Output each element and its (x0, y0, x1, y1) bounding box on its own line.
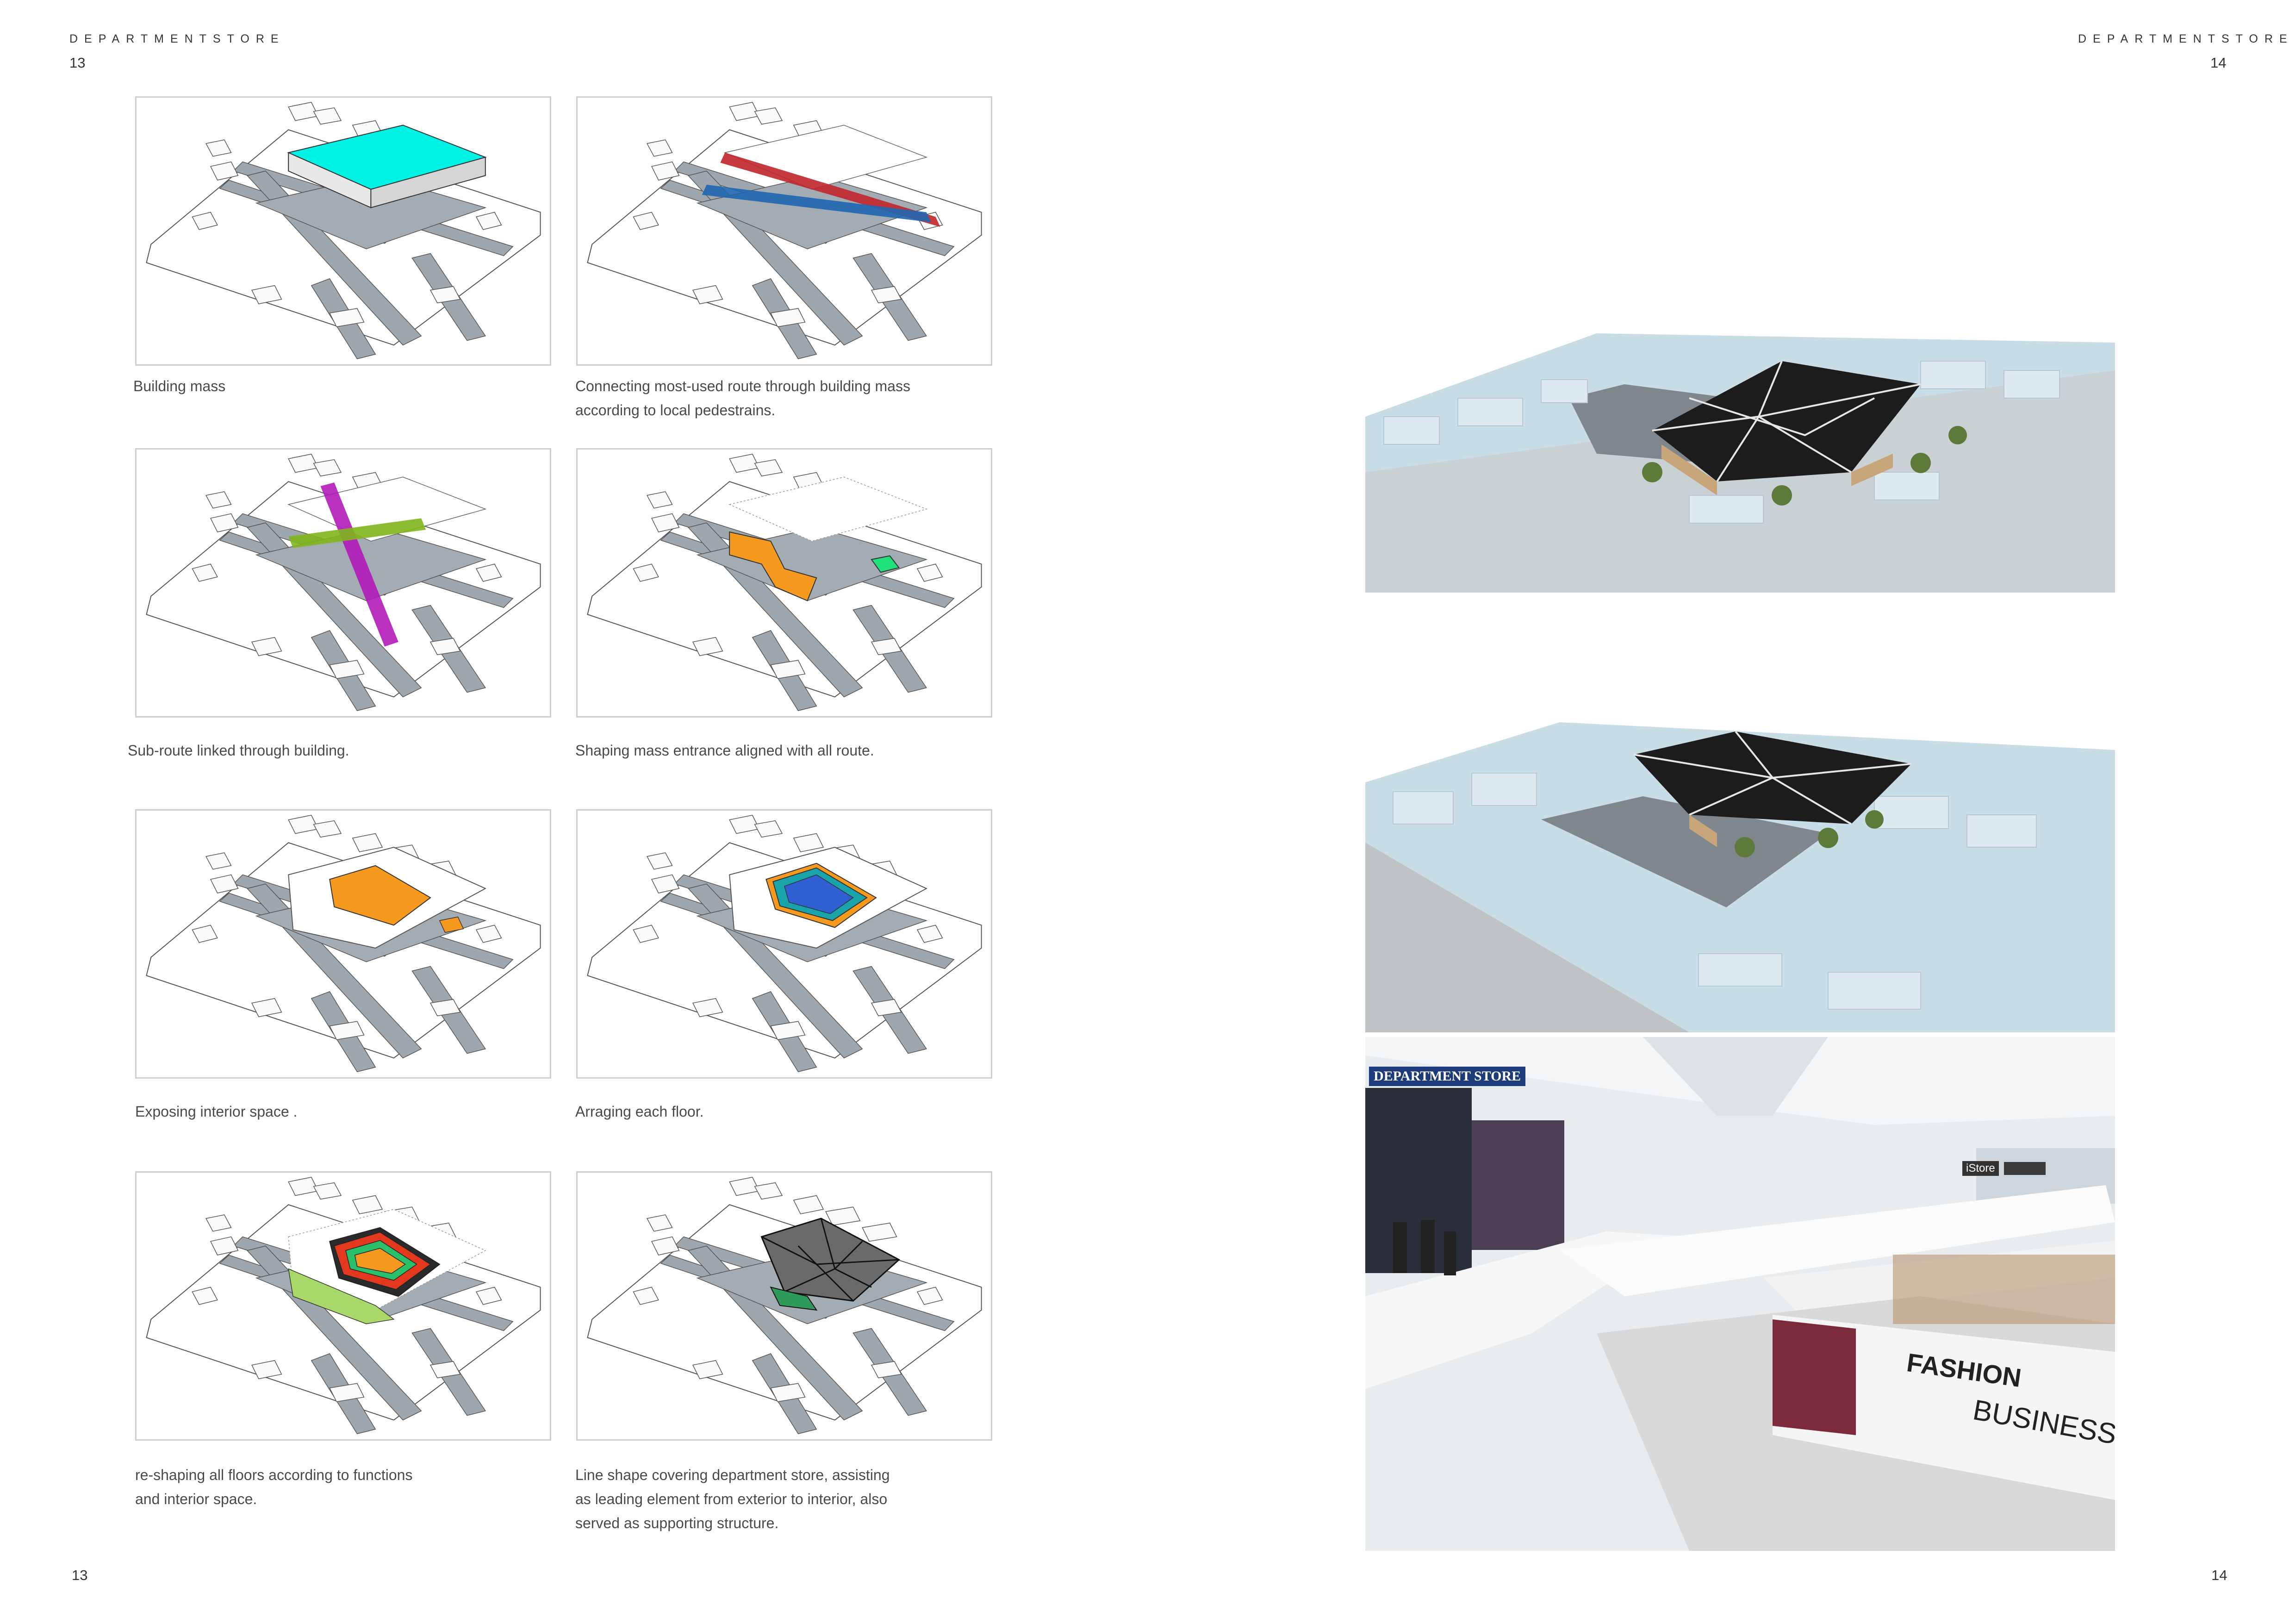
diagram-sub-route (135, 448, 551, 718)
left-header-page: 13 (69, 55, 86, 71)
caption-8-line-2: as leading element from exterior to inte… (575, 1491, 888, 1507)
caption-8: Line shape covering department store, as… (575, 1463, 992, 1535)
caption-4: Shaping mass entrance aligned with all r… (575, 738, 992, 762)
caption-2-line-1: Connecting most-used route through build… (575, 378, 910, 394)
caption-4-line-1: Shaping mass entrance aligned with all r… (575, 742, 874, 759)
caption-8-line-1: Line shape covering department store, as… (575, 1467, 890, 1483)
diagram-line-shape-roof (576, 1171, 992, 1441)
caption-5: Exposing interior space . (135, 1099, 552, 1124)
render-aerial-model-1 (1365, 278, 2115, 593)
caption-3-line-1: Sub-route linked through building. (128, 742, 349, 759)
diagram-reshaping-floors (135, 1171, 551, 1441)
diagram-arranging-floors (576, 809, 992, 1079)
caption-3: Sub-route linked through building. (128, 738, 544, 762)
caption-1: Building mass (133, 374, 550, 398)
caption-8-line-3: served as supporting structure. (575, 1515, 779, 1531)
right-header-page: 14 (2210, 55, 2227, 71)
caption-6: Arraging each floor. (575, 1099, 992, 1124)
diagram-shaping-entrance (576, 448, 992, 718)
caption-1-line-1: Building mass (133, 378, 226, 394)
caption-6-line-1: Arraging each floor. (575, 1103, 704, 1120)
right-footer-page: 14 (2211, 1567, 2228, 1583)
caption-2: Connecting most-used route through build… (575, 374, 992, 422)
diagram-connecting-route (576, 96, 992, 366)
left-footer-page: 13 (72, 1567, 88, 1583)
caption-7-line-2: and interior space. (135, 1491, 257, 1507)
left-header-title: DEPARTMENTSTORE (69, 32, 285, 45)
caption-2-line-2: according to local pedestrains. (575, 402, 776, 418)
render-interior: DEPARTMENT STORE iStore FASHION BUSINESS (1365, 1037, 2115, 1551)
render-aerial-model-2 (1365, 713, 2115, 1032)
right-header-title: DEPARTMENTSTORE (2078, 32, 2294, 45)
diagram-exposing-interior (135, 809, 551, 1079)
diagram-building-mass (135, 96, 551, 366)
caption-7-line-1: re-shaping all floors according to funct… (135, 1467, 413, 1483)
sign-istore: iStore (1962, 1161, 1999, 1176)
sign-department-store: DEPARTMENT STORE (1369, 1067, 1526, 1086)
caption-7: re-shaping all floors according to funct… (135, 1463, 552, 1511)
caption-5-line-1: Exposing interior space . (135, 1103, 298, 1120)
